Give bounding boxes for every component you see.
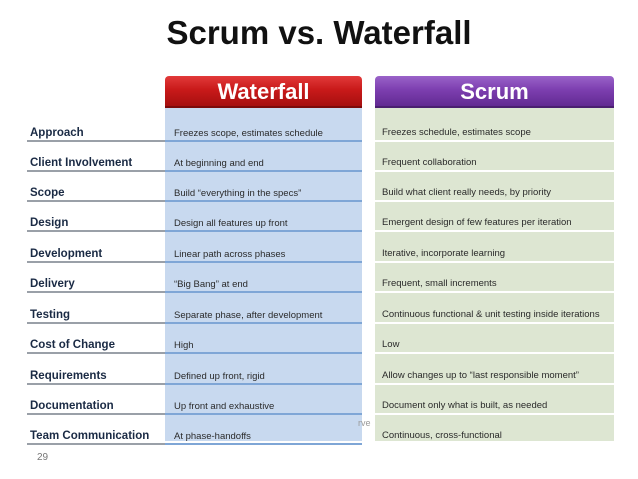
- row-label-divider: [27, 322, 165, 324]
- table-row: Approach Freezes scope, estimates schedu…: [27, 112, 614, 142]
- waterfall-cell: “Big Bang” at end: [174, 279, 248, 290]
- scrum-cell-divider: [375, 443, 614, 445]
- waterfall-cell: Separate phase, after development: [174, 310, 323, 321]
- row-label: Documentation: [30, 400, 114, 412]
- row-label-divider: [27, 261, 165, 263]
- row-label-divider: [27, 291, 165, 293]
- table-row: Requirements Defined up front, rigid All…: [27, 355, 614, 385]
- row-label-divider: [27, 443, 165, 445]
- scrum-cell-divider: [375, 261, 614, 263]
- scrum-cell-divider: [375, 170, 614, 172]
- table-row: Delivery “Big Bang” at end Frequent, sma…: [27, 263, 614, 293]
- waterfall-cell: Defined up front, rigid: [174, 371, 265, 382]
- waterfall-column-header: Waterfall: [165, 76, 362, 108]
- scrum-cell: Iterative, incorporate learning: [382, 247, 506, 259]
- row-label-divider: [27, 170, 165, 172]
- scrum-cell-divider: [375, 413, 614, 415]
- row-label: Development: [30, 248, 103, 260]
- row-label: Requirements: [30, 370, 107, 382]
- scrum-cell: Document only what is built, as needed: [382, 399, 548, 411]
- scrum-cell-divider: [375, 383, 614, 385]
- scrum-cell: Emergent design of few features per iter…: [382, 216, 572, 228]
- row-label: Delivery: [30, 278, 75, 290]
- scrum-cell-divider: [375, 230, 614, 232]
- row-label-divider: [27, 200, 165, 202]
- waterfall-cell: Up front and exhaustive: [174, 401, 275, 412]
- scrum-cell-divider: [375, 140, 614, 142]
- scrum-cell: Freezes schedule, estimates scope: [382, 126, 531, 138]
- table-row: Documentation Up front and exhaustive Do…: [27, 385, 614, 415]
- waterfall-cell-divider: [165, 170, 362, 172]
- waterfall-cell: Build “everything in the specs”: [174, 188, 302, 199]
- slide-title: Scrum vs. Waterfall: [166, 14, 472, 51]
- waterfall-cell-divider: [165, 352, 362, 354]
- table-row: Development Linear path across phases It…: [27, 233, 614, 263]
- table-row: Client Involvement At beginning and end …: [27, 142, 614, 172]
- waterfall-cell-divider: [165, 413, 362, 415]
- waterfall-cell: At phase-handoffs: [174, 431, 251, 442]
- waterfall-cell-divider: [165, 291, 362, 293]
- scrum-cell-divider: [375, 291, 614, 293]
- waterfall-cell: Linear path across phases: [174, 249, 286, 260]
- scrum-cell: Frequent collaboration: [382, 156, 477, 168]
- scrum-cell-divider: [375, 322, 614, 324]
- row-label: Approach: [30, 127, 84, 139]
- scrum-cell: Continuous, cross-functional: [382, 429, 502, 441]
- waterfall-cell: High: [174, 340, 194, 351]
- row-label: Team Communication: [30, 430, 150, 442]
- page-number: 29: [37, 452, 49, 463]
- row-label: Design: [30, 217, 69, 229]
- row-label: Cost of Change: [30, 339, 115, 351]
- row-label: Client Involvement: [30, 157, 133, 169]
- table-row: Scope Build “everything in the specs” Bu…: [27, 172, 614, 202]
- scrum-cell-divider: [375, 352, 614, 354]
- waterfall-cell: Freezes scope, estimates schedule: [174, 128, 323, 139]
- row-label: Scope: [30, 187, 65, 199]
- waterfall-cell-divider: [165, 200, 362, 202]
- row-label-divider: [27, 140, 165, 142]
- footer-text-fragment: rve: [358, 418, 371, 428]
- scrum-column-background: [375, 108, 614, 441]
- scrum-cell: Build what client really needs, by prior…: [382, 186, 551, 198]
- row-label-divider: [27, 413, 165, 415]
- waterfall-column-background: [165, 108, 362, 441]
- waterfall-cell-divider: [165, 383, 362, 385]
- table-row: Cost of Change High Low: [27, 324, 614, 354]
- waterfall-cell-divider: [165, 230, 362, 232]
- waterfall-cell: At beginning and end: [174, 158, 264, 169]
- scrum-column-header: Scrum: [375, 76, 614, 108]
- scrum-cell: Allow changes up to “last responsible mo…: [382, 369, 579, 381]
- waterfall-cell-divider: [165, 322, 362, 324]
- waterfall-cell-divider: [165, 140, 362, 142]
- row-label-divider: [27, 230, 165, 232]
- waterfall-cell: Design all features up front: [174, 218, 288, 229]
- scrum-cell: Frequent, small increments: [382, 277, 497, 289]
- table-row: Team Communication At phase-handoffs Con…: [27, 415, 614, 445]
- waterfall-cell-divider: [165, 261, 362, 263]
- row-label-divider: [27, 352, 165, 354]
- row-label: Testing: [30, 309, 71, 321]
- scrum-cell: Continuous functional & unit testing ins…: [382, 308, 600, 320]
- scrum-cell: Low: [382, 338, 400, 350]
- scrum-cell-divider: [375, 200, 614, 202]
- row-label-divider: [27, 383, 165, 385]
- waterfall-cell-divider: [165, 443, 362, 445]
- table-row: Testing Separate phase, after developmen…: [27, 294, 614, 324]
- table-row: Design Design all features up front Emer…: [27, 202, 614, 232]
